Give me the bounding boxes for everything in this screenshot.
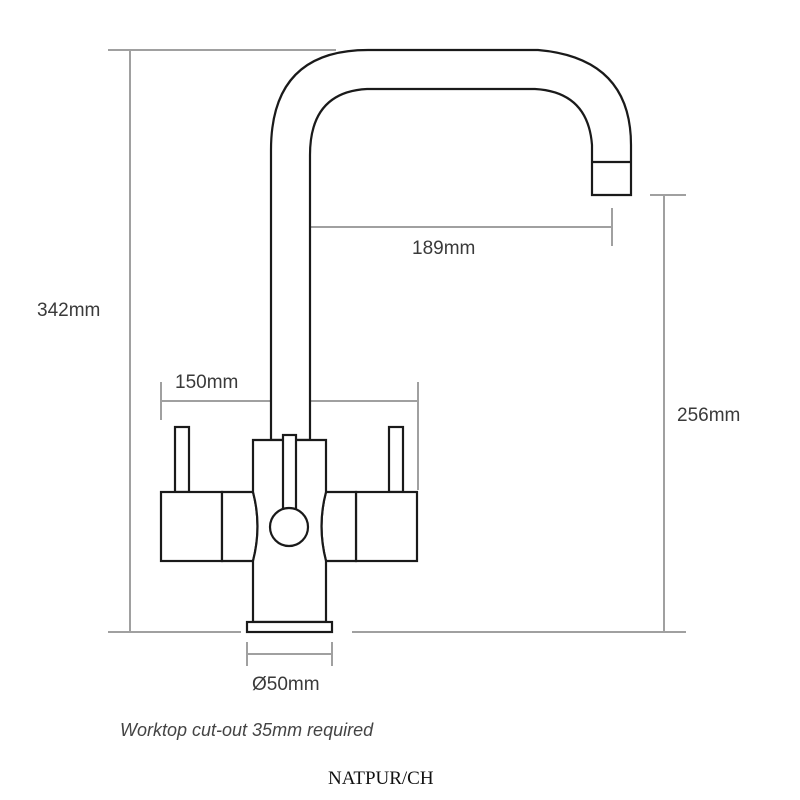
center-lever (281, 433, 298, 511)
worktop-caption: Worktop cut-out 35mm required (120, 720, 374, 740)
dimension-189-label: 189mm (412, 238, 476, 259)
spout (269, 48, 633, 442)
dimension-342-label: 342mm (37, 300, 101, 321)
dimension-256-label: 256mm (677, 405, 741, 426)
left-handle (159, 425, 259, 563)
dimension-256-lines (352, 194, 686, 633)
lever-knob (268, 506, 310, 548)
dimension-150-label: 150mm (175, 372, 239, 393)
base-plate (245, 620, 334, 634)
dimension-50-lines (246, 642, 333, 666)
right-handle (320, 425, 419, 563)
dimension-50-label: Ø50mm (252, 674, 320, 695)
dimension-342-lines (108, 49, 336, 633)
model-code: NATPUR/CH (328, 768, 434, 789)
